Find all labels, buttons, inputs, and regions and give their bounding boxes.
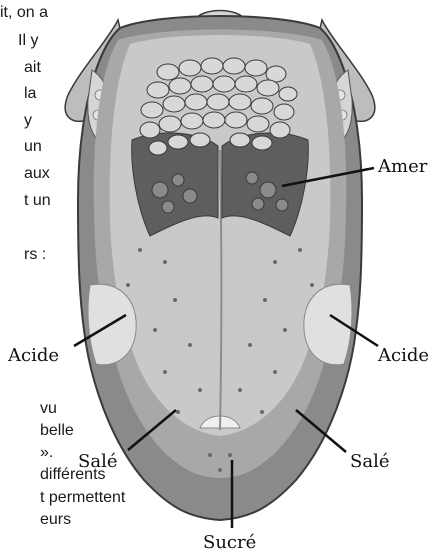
- label-sour-right: Acide: [377, 345, 429, 366]
- label-sour-left: Acide: [7, 345, 59, 366]
- label-salty-right: Salé: [350, 451, 389, 472]
- label-salty-left: Salé: [78, 451, 117, 472]
- label-sweet: Sucré: [203, 532, 256, 553]
- label-bitter: Amer: [377, 156, 428, 177]
